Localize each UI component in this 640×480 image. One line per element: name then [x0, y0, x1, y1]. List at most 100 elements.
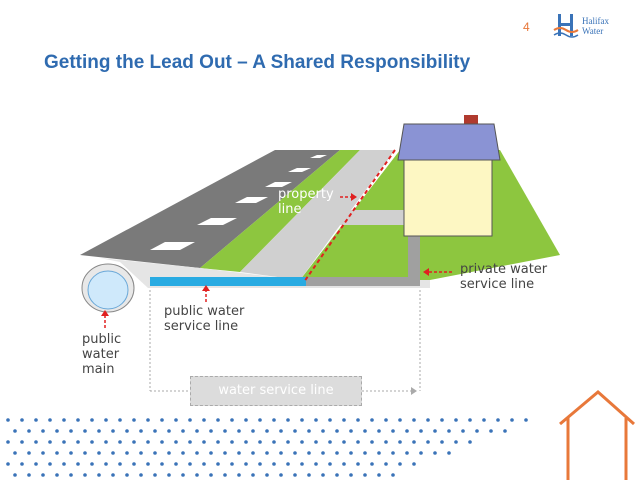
decorative-dot	[41, 429, 45, 433]
annotation-arrows	[104, 196, 452, 328]
decorative-dot	[195, 429, 199, 433]
decorative-dot	[6, 418, 10, 422]
page-number: 4	[523, 20, 530, 34]
decorative-dot	[419, 429, 423, 433]
decorative-dot	[293, 473, 297, 477]
decorative-dot	[13, 429, 17, 433]
decorative-dot	[146, 418, 150, 422]
decorative-dot	[153, 451, 157, 455]
decorative-dot-pattern	[6, 418, 528, 477]
road-lane-markings	[150, 155, 327, 250]
decorative-dot	[230, 440, 234, 444]
decorative-dot	[139, 451, 143, 455]
decorative-dot	[265, 451, 269, 455]
house-wall	[403, 159, 493, 237]
property-line	[303, 149, 396, 283]
decorative-dot	[384, 440, 388, 444]
decorative-dot	[90, 462, 94, 466]
decorative-dot	[468, 440, 472, 444]
decorative-dot	[335, 429, 339, 433]
decorative-dot	[447, 451, 451, 455]
decorative-dot	[258, 462, 262, 466]
decorative-dot	[153, 473, 157, 477]
decorative-dot	[20, 440, 24, 444]
decorative-dot	[244, 462, 248, 466]
decorative-dot	[132, 462, 136, 466]
decorative-dot	[153, 429, 157, 433]
decorative-dot	[104, 462, 108, 466]
decorative-dot	[20, 462, 24, 466]
decorative-dot	[461, 429, 465, 433]
decorative-dot	[496, 418, 500, 422]
decorative-dot	[139, 429, 143, 433]
decorative-dot	[202, 418, 206, 422]
decorative-dot	[181, 429, 185, 433]
decorative-dot	[216, 462, 220, 466]
decorative-dot	[363, 473, 367, 477]
decorative-dot	[97, 429, 101, 433]
decorative-dot	[307, 429, 311, 433]
decorative-dot	[69, 473, 73, 477]
decorative-dot	[244, 440, 248, 444]
decorative-dot	[272, 440, 276, 444]
decorative-dot	[125, 429, 129, 433]
decorative-dot	[83, 451, 87, 455]
bracket-arrowhead	[411, 387, 417, 395]
decorative-dot	[76, 462, 80, 466]
decorative-dot	[482, 418, 486, 422]
decorative-dot	[6, 440, 10, 444]
decorative-dot	[174, 440, 178, 444]
decorative-dot	[139, 473, 143, 477]
decorative-dot	[419, 451, 423, 455]
decorative-dot	[83, 473, 87, 477]
decorative-dot	[146, 462, 150, 466]
decorative-dot	[426, 418, 430, 422]
decorative-dot	[160, 462, 164, 466]
logo-wordmark: Halifax Water	[582, 16, 609, 36]
property-line-label: property line	[278, 187, 334, 217]
house-roof	[397, 123, 501, 161]
decorative-dot	[384, 418, 388, 422]
annotation-arrowheads	[101, 193, 429, 316]
decorative-dot	[391, 473, 395, 477]
decorative-dot	[27, 429, 31, 433]
decorative-dot	[160, 440, 164, 444]
decorative-dot	[426, 440, 430, 444]
decorative-dot	[279, 429, 283, 433]
decorative-dot	[195, 451, 199, 455]
decorative-dot	[209, 451, 213, 455]
decorative-dot	[90, 418, 94, 422]
decorative-dot	[167, 451, 171, 455]
decorative-dot	[118, 418, 122, 422]
decorative-dot	[391, 451, 395, 455]
decorative-dot	[328, 440, 332, 444]
decorative-dot	[251, 451, 255, 455]
decorative-dot	[90, 440, 94, 444]
decorative-dot	[475, 429, 479, 433]
decorative-dot	[321, 451, 325, 455]
decorative-dot	[111, 429, 115, 433]
decorative-dot	[321, 429, 325, 433]
decorative-dot	[356, 462, 360, 466]
decorative-dot	[398, 440, 402, 444]
decorative-dot	[272, 418, 276, 422]
decorative-dot	[209, 429, 213, 433]
decorative-dot	[300, 440, 304, 444]
decorative-dot	[335, 451, 339, 455]
decorative-dot	[293, 451, 297, 455]
decorative-dot	[132, 418, 136, 422]
decorative-dot	[209, 473, 213, 477]
decorative-dot	[405, 451, 409, 455]
decorative-dot	[251, 473, 255, 477]
decorative-dot	[34, 440, 38, 444]
decorative-dot	[111, 451, 115, 455]
decorative-dot	[335, 473, 339, 477]
water-service-line-bracket	[149, 290, 421, 392]
decorative-dot	[391, 429, 395, 433]
decorative-dot	[251, 429, 255, 433]
house-outline-icon	[559, 390, 635, 480]
decorative-dot	[328, 462, 332, 466]
decorative-dot	[258, 440, 262, 444]
decorative-dot	[216, 440, 220, 444]
